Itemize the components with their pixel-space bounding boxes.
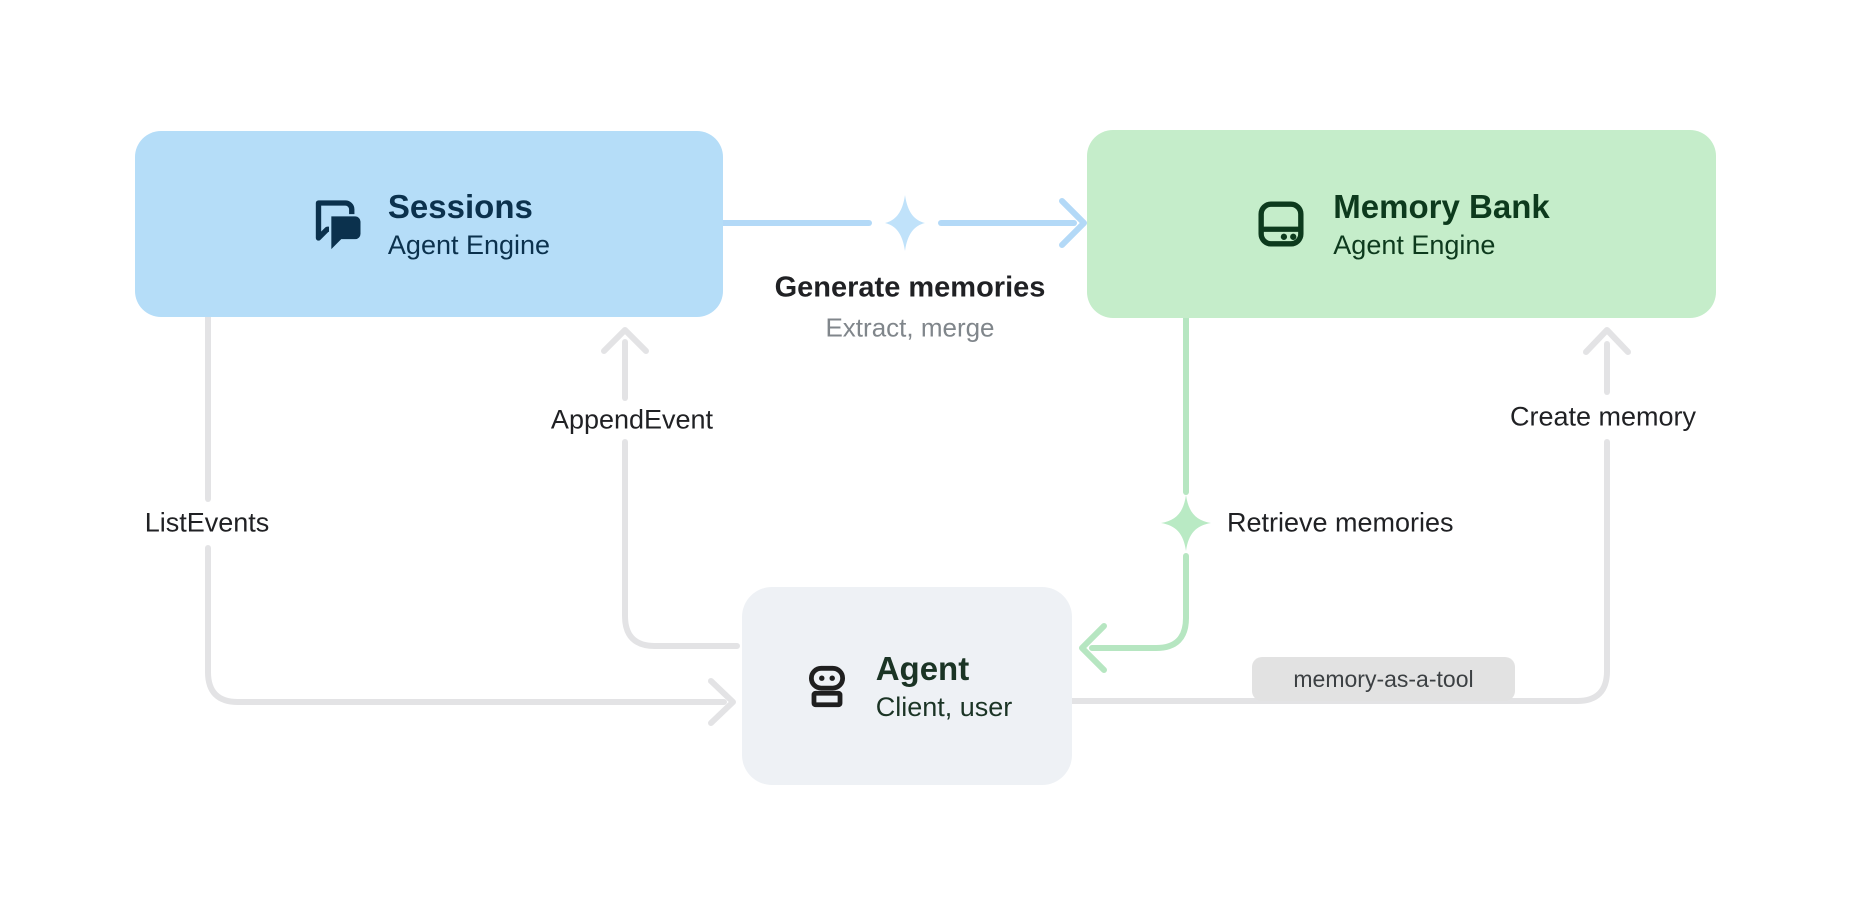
blue-sparkle-icon	[885, 195, 925, 251]
retrieve-arrowhead	[1079, 623, 1107, 673]
append-event-arrowhead	[601, 327, 649, 354]
agent-title: Agent	[875, 649, 970, 687]
green-sparkle-icon	[1161, 495, 1211, 551]
create-memory-label: Create memory	[1509, 401, 1697, 432]
memory-as-a-tool-badge: memory-as-a-tool	[1252, 657, 1515, 701]
memory-bank-title: Memory Bank	[1333, 187, 1550, 225]
sessions-title: Sessions	[387, 187, 533, 225]
node-agent: Agent Client, user	[742, 587, 1072, 785]
chat-icon	[315, 200, 363, 252]
retrieve-memories-label: Retrieve memories	[1227, 507, 1454, 538]
list-events-arrowhead	[708, 678, 736, 726]
append-event-line-bottom	[622, 439, 740, 649]
sessions-subtitle: Agent Engine	[387, 229, 551, 260]
node-memory-bank: Memory Bank Agent Engine	[1087, 130, 1716, 318]
node-sessions: Sessions Agent Engine	[135, 131, 723, 317]
robot-icon	[808, 665, 845, 708]
agent-subtitle: Client, user	[875, 691, 1013, 722]
create-memory-line-bottom	[1069, 439, 1610, 704]
generate-arrowhead	[1059, 198, 1087, 248]
list-events-line-bottom	[205, 545, 727, 705]
create-memory-arrowhead	[1583, 327, 1631, 355]
generate-memories-label: Generate memories	[774, 271, 1046, 304]
storage-icon	[1258, 201, 1304, 247]
list-events-label: ListEvents	[144, 507, 270, 538]
retrieve-edge-line-bottom	[1089, 553, 1189, 651]
memory-bank-subtitle: Agent Engine	[1333, 229, 1496, 260]
extract-merge-sublabel: Extract, merge	[825, 312, 995, 343]
append-event-label: AppendEvent	[550, 404, 714, 435]
